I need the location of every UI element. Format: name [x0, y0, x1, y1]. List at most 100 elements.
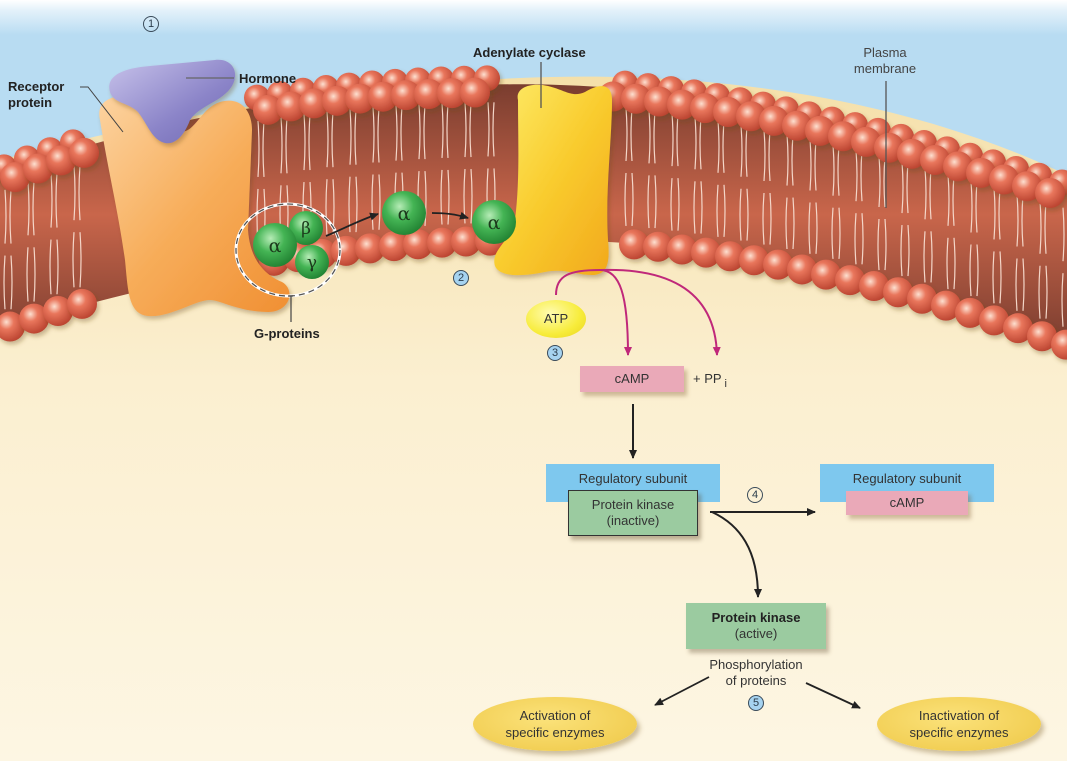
phospholipid-head	[621, 83, 651, 114]
fatty-acid-tail	[257, 120, 265, 177]
phospholipid-head	[23, 153, 53, 184]
fatty-acid-tail	[923, 231, 933, 283]
phospholipid-head	[763, 249, 793, 280]
phospholipid-head	[437, 78, 467, 109]
phospholipid-head	[403, 229, 433, 260]
phospholipid-head	[19, 303, 49, 334]
phospholipid-head	[736, 101, 766, 132]
fatty-acid-tail	[72, 232, 82, 288]
fatty-acid-tail	[808, 202, 818, 254]
phospholipid-head	[427, 227, 457, 258]
phosphorylation-line1: Phosphorylation	[709, 657, 803, 672]
phospholipid-head	[811, 259, 841, 290]
phospholipid-head	[368, 81, 398, 112]
fatty-acid-tail	[1038, 265, 1048, 319]
phospholipid-head	[46, 145, 76, 176]
hormone-label: Hormone	[239, 71, 297, 86]
phospholipid-head	[828, 121, 858, 152]
protein-kinase-inactive-line2: (inactive)	[606, 513, 660, 528]
step-2-marker: 2	[453, 270, 469, 286]
fatty-acid-tail	[739, 188, 749, 241]
fatty-acid-tail	[349, 109, 357, 165]
phospholipid-head	[619, 229, 649, 260]
phospholipid-head	[276, 91, 306, 122]
alpha-dissociation-arrow	[325, 212, 379, 237]
fatty-acid-tail	[624, 172, 634, 226]
plasma-membrane-label: Plasma membrane	[840, 45, 930, 77]
phospholipid-head	[667, 89, 697, 120]
phospholipid-head	[667, 234, 697, 265]
fatty-acid-tail	[716, 184, 726, 237]
phospholipid-head	[451, 226, 481, 257]
fatty-acid-tail	[27, 181, 35, 236]
step-4-marker: 4	[747, 487, 763, 503]
fatty-acid-tail	[441, 103, 449, 158]
phospholipid-head	[1035, 177, 1065, 208]
hormone	[109, 59, 236, 144]
adenylate-cyclase	[494, 84, 612, 276]
fatty-acid-tail	[647, 175, 657, 229]
g-protein-gamma: γ	[295, 245, 329, 279]
phospholipid-head	[355, 233, 385, 264]
phospholipid-head	[253, 94, 283, 125]
fatty-acid-tail	[693, 181, 703, 234]
protein-kinase-active-box: Protein kinase (active)	[686, 603, 826, 649]
adenylate-cyclase-label: Adenylate cyclase	[473, 45, 586, 60]
regulatory-camp-label: Regulatory subunit	[852, 471, 962, 486]
receptor-protein-label: Receptor protein	[8, 79, 64, 111]
phospholipid-head	[739, 245, 769, 276]
atp-to-ppi-arrow	[599, 268, 721, 356]
svg-text:β: β	[301, 219, 311, 239]
fatty-acid-tail	[1062, 207, 1065, 262]
phospholipid-head	[715, 241, 745, 272]
phospholipid-head	[0, 162, 30, 193]
fatty-acid-tail	[395, 105, 403, 161]
phospholipid-head	[883, 277, 913, 308]
phospholipid-head	[299, 88, 329, 119]
inactivation-arrow	[805, 682, 861, 709]
phospholipid-head	[414, 78, 444, 109]
fatty-acid-tail	[326, 111, 334, 168]
fatty-acid-tail	[50, 172, 58, 228]
phospholipid-head	[690, 93, 720, 124]
g-protein-alpha-moving: α	[382, 191, 426, 235]
fatty-acid-tail	[900, 224, 910, 277]
phospholipid-head	[859, 271, 889, 302]
svg-text:α: α	[398, 203, 411, 225]
phospholipid-head	[379, 231, 409, 262]
fatty-acid-tail	[49, 239, 59, 295]
phospholipid-head	[931, 290, 961, 321]
fatty-acid-tail	[4, 189, 12, 244]
g-protein-alpha: α	[253, 223, 297, 267]
inactivation-line2: specific enzymes	[909, 725, 1009, 740]
phospholipid-head	[345, 83, 375, 114]
fatty-acid-tail	[371, 174, 381, 230]
receptor-leader-line	[80, 86, 124, 133]
alpha-migration-arrow	[431, 211, 469, 220]
fatty-acid-tail	[877, 218, 887, 271]
phospholipid-head	[851, 126, 881, 157]
phospholipid-head	[0, 311, 25, 342]
fatty-acid-tail	[372, 107, 380, 163]
plasma-membrane-label-line1: Plasma	[863, 45, 907, 60]
fatty-acid-tail	[464, 102, 472, 158]
fatty-acid-tail	[325, 179, 335, 235]
svg-text:α: α	[488, 212, 501, 234]
fatty-acid-tail	[73, 165, 81, 221]
phospholipid-head	[43, 296, 73, 327]
fatty-acid-tail	[992, 251, 1002, 304]
inactivation-line1: Inactivation of	[918, 708, 1000, 723]
phospholipid-head	[759, 105, 789, 136]
phospholipid-head	[460, 77, 490, 108]
phospholipid-head	[897, 138, 927, 169]
protein-kinase-active-line1: Protein kinase	[711, 610, 801, 625]
ppi-subscript: i	[724, 377, 727, 390]
step-1-marker: 1	[143, 16, 159, 32]
phosphorylation-line2: of proteins	[725, 673, 787, 688]
bound-camp-box: cAMP	[846, 491, 968, 515]
fatty-acid-tail	[969, 244, 979, 297]
fatty-acid-tail	[670, 178, 680, 231]
step-3-marker: 3	[547, 345, 563, 361]
